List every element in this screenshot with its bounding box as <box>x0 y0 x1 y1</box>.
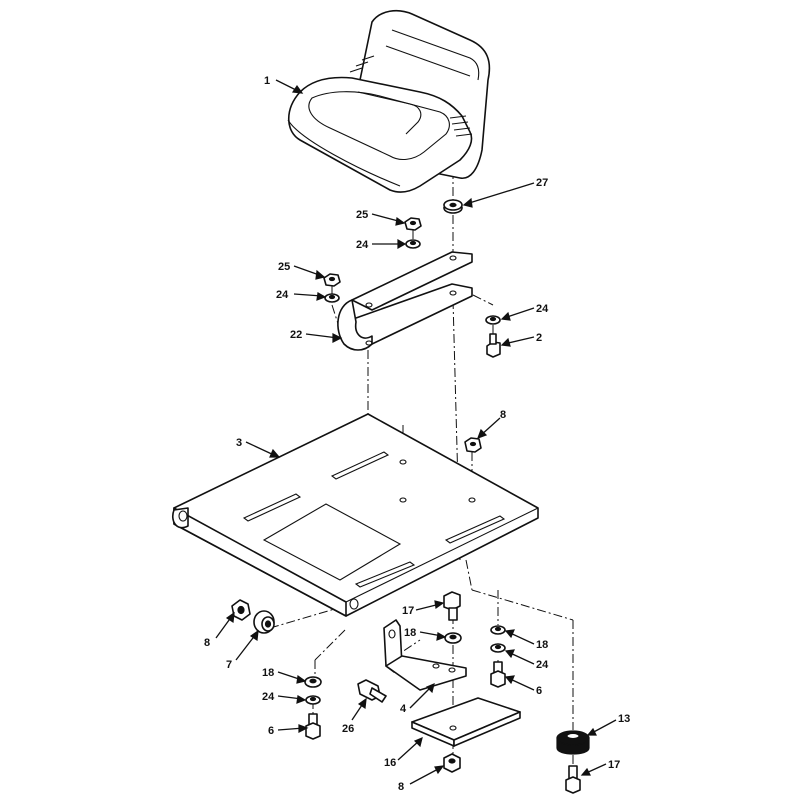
washer-24a-part <box>405 239 421 249</box>
washer-27-part <box>443 199 463 214</box>
callout-22: 22 <box>290 329 302 341</box>
callout-13: 13 <box>618 713 630 725</box>
callout-24d: 24 <box>536 659 549 671</box>
callout-2: 2 <box>536 332 542 344</box>
callout-4: 4 <box>400 703 407 715</box>
washer-24d-part <box>490 643 506 653</box>
callout-8a: 8 <box>500 409 506 421</box>
seat-part <box>287 9 491 193</box>
callout-17a: 17 <box>402 605 414 617</box>
callout-24b: 24 <box>276 289 289 301</box>
nut-8a-part <box>464 437 482 453</box>
callout-25b: 25 <box>278 261 290 273</box>
bolt-2-part <box>486 333 501 358</box>
callout-3: 3 <box>236 437 242 449</box>
washer-24e-part <box>305 695 321 705</box>
callout-25a: 25 <box>356 209 368 221</box>
washer-18a-part <box>444 632 462 644</box>
callout-26: 26 <box>342 723 354 735</box>
plate-3-part <box>172 413 539 617</box>
washer-18c-part <box>304 676 322 688</box>
bolt-6b-part <box>490 661 506 688</box>
callout-6a: 6 <box>268 725 274 737</box>
bolt-26-part <box>357 679 387 703</box>
callout-8b: 8 <box>204 637 210 649</box>
washer-24c-part <box>485 315 501 325</box>
callout-labels: 1 27 25 24 25 24 24 2 22 3 8 17 18 18 24… <box>204 75 630 793</box>
nut-8c-part <box>443 753 461 773</box>
bracket-4-part <box>383 619 467 691</box>
callout-18a: 18 <box>404 627 416 639</box>
callout-18c: 18 <box>262 667 274 679</box>
bolt-6a-part <box>305 713 321 740</box>
callout-17b: 17 <box>608 759 620 771</box>
leader-arrows <box>215 79 617 785</box>
bolt-17a-part <box>443 591 461 621</box>
washer-24b-part <box>324 293 340 303</box>
bolt-17b-part <box>565 765 581 794</box>
callout-27: 27 <box>536 177 548 189</box>
callout-7: 7 <box>226 659 232 671</box>
pad-16-part <box>411 697 521 747</box>
nut-25a-part <box>404 217 422 231</box>
callout-6b: 6 <box>536 685 542 697</box>
bracket-22-part <box>337 251 473 351</box>
callout-24e: 24 <box>262 691 275 703</box>
callout-24a: 24 <box>356 239 369 251</box>
callout-8c: 8 <box>398 781 404 793</box>
washer-18b-part <box>490 625 506 635</box>
callout-16: 16 <box>384 757 396 769</box>
callout-1: 1 <box>264 75 270 87</box>
spacer-7-part <box>253 610 275 634</box>
nut-25b-part <box>323 273 341 287</box>
callout-18b: 18 <box>536 639 548 651</box>
bumper-13-part <box>556 730 590 755</box>
nut-8b-part <box>231 599 251 621</box>
callout-24c: 24 <box>536 303 549 315</box>
